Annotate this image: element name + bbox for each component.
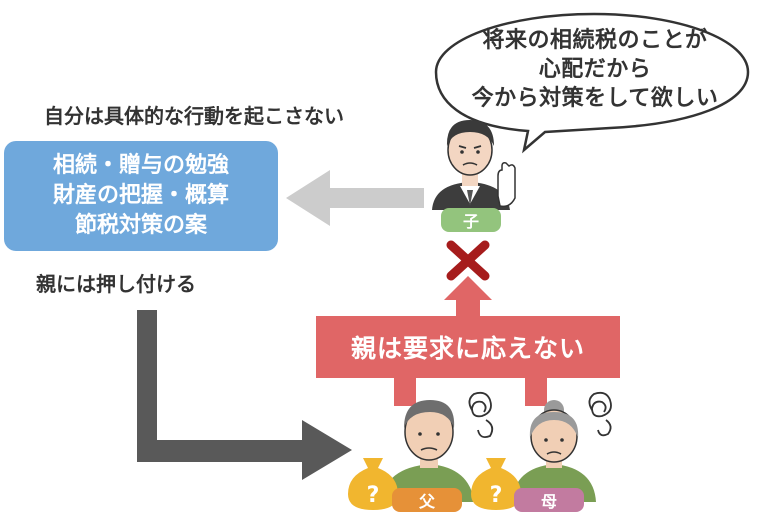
gray-left-arrow [286, 170, 424, 226]
svg-text:?: ? [367, 483, 380, 508]
red-banner-leg-right [525, 370, 547, 406]
red-up-arrow [444, 276, 492, 316]
top-caption: 自分は具体的な行動を起こさない [44, 104, 344, 128]
cross-mark [446, 240, 490, 281]
blue-task-box: 相続・贈与の勉強 財産の把握・概算 節税対策の案 [4, 141, 278, 251]
speech-line-3: 今から対策をして欲しい [471, 86, 719, 111]
child-badge: 子 [441, 208, 501, 232]
svg-text:?: ? [490, 483, 503, 508]
money-bag-icon-father: ? [348, 458, 398, 510]
speech-line-2: 心配だから [538, 57, 652, 82]
mother-worry-scribble [588, 391, 612, 437]
mother-figure [512, 400, 596, 502]
child-figure [432, 120, 516, 210]
red-banner [316, 316, 620, 378]
father-worry-scribble [468, 391, 494, 439]
red-banner-label: 親は要求に応えない [350, 334, 585, 363]
task-line-3: 節税対策の案 [74, 213, 207, 238]
task-line-1: 相続・贈与の勉強 [52, 153, 229, 178]
dark-l-arrow [137, 310, 352, 480]
mother-badge: 母 [514, 488, 584, 512]
speech-bubble-text: 将来の相続税のことが 心配だから 今から対策をして欲しい [452, 26, 738, 113]
red-banner-leg-left [394, 370, 416, 406]
bottom-caption: 親には押し付ける [36, 272, 196, 296]
task-line-2: 財産の把握・概算 [52, 183, 229, 208]
money-bag-icon-mother: ? [471, 458, 521, 510]
speech-line-1: 将来の相続税のことが [482, 28, 708, 53]
father-badge: 父 [392, 488, 462, 512]
